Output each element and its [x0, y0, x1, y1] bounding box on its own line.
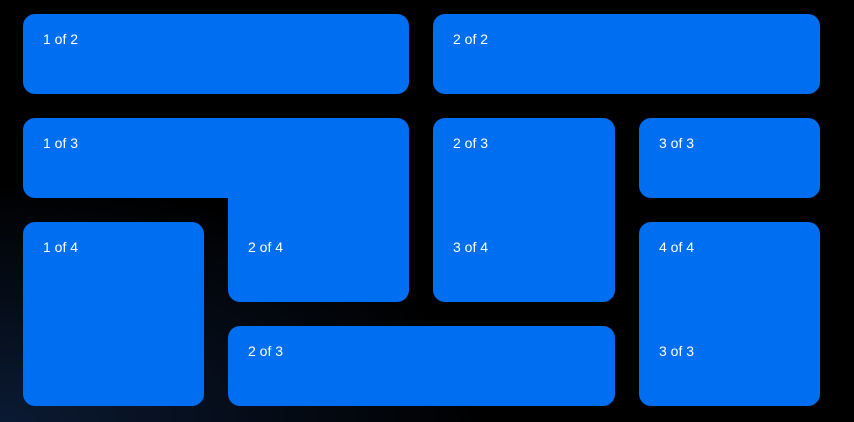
tile-2-of-2 [433, 14, 820, 94]
tile-3-of-3-bottom-label: 3 of 3 [659, 343, 695, 359]
tile-2-of-3-bottom [228, 326, 615, 406]
tile-2-of-4 [228, 150, 409, 302]
tile-3-of-3-top-label: 3 of 3 [659, 135, 695, 151]
tile-1-of-4-label: 1 of 4 [43, 239, 79, 255]
tile-2-of-3 [433, 118, 615, 302]
tile-1-of-2-label: 1 of 2 [43, 31, 79, 47]
tile-1-of-4 [23, 222, 204, 406]
tile-4-of-4-label: 4 of 4 [659, 239, 695, 255]
tile-1-of-3-label: 1 of 3 [43, 135, 79, 151]
tile-4-of-4 [639, 222, 820, 406]
tile-2-of-4-label: 2 of 4 [248, 239, 284, 255]
tile-1-of-2 [23, 14, 409, 94]
l-inner-fill [228, 198, 240, 210]
l-inner-curve [216, 198, 228, 210]
tile-3-of-3-top [639, 118, 820, 198]
l-join [216, 186, 240, 198]
tile-2-of-2-label: 2 of 2 [453, 31, 489, 47]
tile-3-of-4-label: 3 of 4 [453, 239, 489, 255]
tile-2-of-3-bottom-label: 2 of 3 [248, 343, 284, 359]
tile-2-of-3-label: 2 of 3 [453, 135, 489, 151]
